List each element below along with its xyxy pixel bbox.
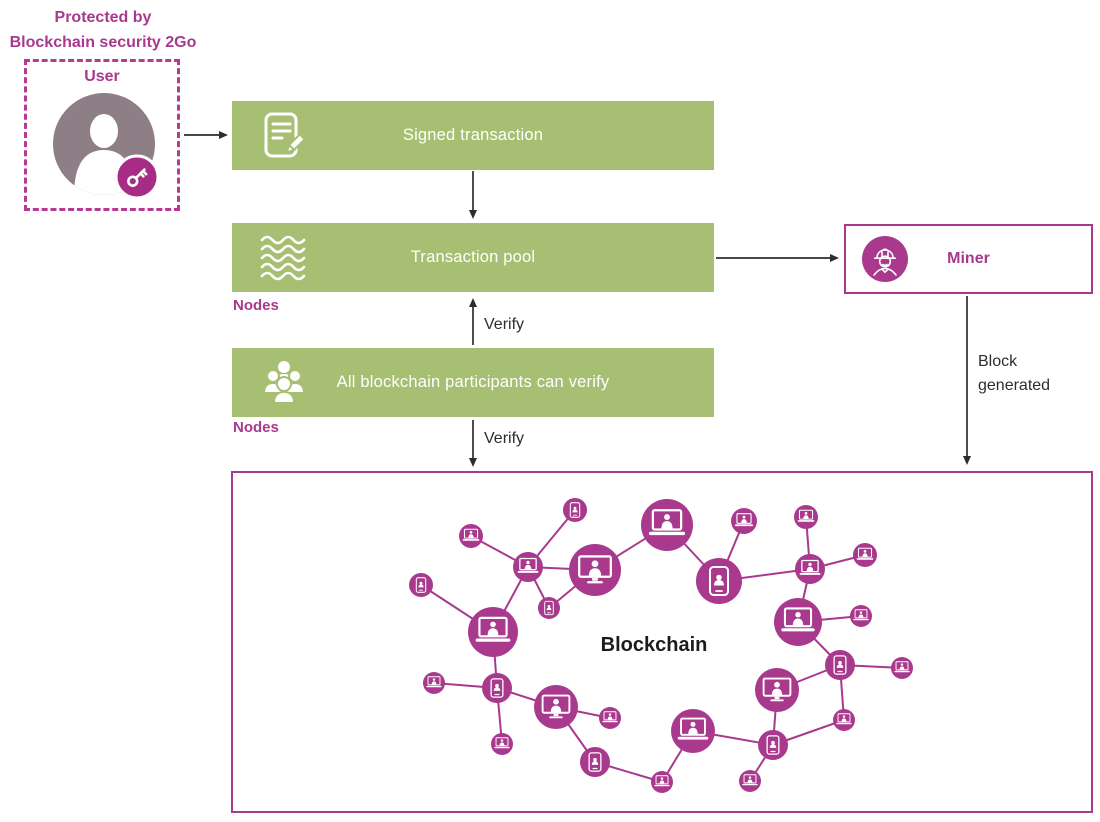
protected-by-line1: Protected by: [54, 9, 152, 26]
protected-by-label: Protected by Blockchain security 2Go: [0, 5, 206, 55]
network-node-laptop-icon: [513, 552, 543, 582]
block-generated-label: Block generated: [978, 353, 1051, 394]
signed-transaction-label: Signed transaction: [402, 126, 544, 144]
blockchain-network: [409, 498, 913, 793]
network-node-phone-icon: [825, 650, 855, 680]
nodes-label-bottom: Nodes: [233, 419, 279, 436]
user-avatar-icon: [53, 93, 160, 200]
network-node-laptop-icon: [651, 771, 673, 793]
network-node-phone-icon: [758, 730, 788, 760]
network-node-laptop-icon: [423, 672, 445, 694]
signed-transaction-bar: Signed transaction: [232, 101, 714, 170]
waves-icon: [260, 235, 306, 280]
pencil-icon: [285, 133, 306, 154]
network-node-phone-icon: [696, 558, 742, 604]
network-node-phone-icon: [482, 673, 512, 703]
network-node-laptop-icon: [891, 657, 913, 679]
miner-box: Miner: [844, 224, 1093, 294]
transaction-pool-bar: Transaction pool: [232, 223, 714, 292]
key-icon: [114, 154, 160, 200]
nodes-label-top: Nodes: [233, 297, 279, 314]
network-node-laptop-icon: [731, 508, 757, 534]
miner-label: Miner: [947, 250, 990, 267]
user-label: User: [84, 68, 120, 85]
verify-up-label: Verify: [484, 316, 525, 333]
network-node-laptop-icon: [739, 770, 761, 792]
blockchain-box: Blockchain: [231, 471, 1093, 813]
network-node-laptop-icon: [833, 709, 855, 731]
signed-document-icon: [264, 112, 306, 157]
user-box: User: [24, 59, 180, 211]
network-node-laptop-icon: [491, 733, 513, 755]
network-node-laptop-icon: [853, 543, 877, 567]
network-node-laptop-icon: [794, 505, 818, 529]
network-node-laptop-icon: [599, 707, 621, 729]
participants-bar: All blockchain participants can verify: [232, 348, 714, 417]
network-node-monitor-icon: [569, 544, 621, 596]
network-node-phone-icon: [580, 747, 610, 777]
people-group-icon: [262, 360, 306, 404]
blockchain-title: Blockchain: [600, 634, 708, 656]
network-node-monitor-icon: [755, 668, 799, 712]
network-node-laptop-icon: [774, 598, 822, 646]
network-node-laptop-icon: [468, 607, 518, 657]
network-node-phone-icon: [563, 498, 587, 522]
network-node-laptop-icon: [671, 709, 715, 753]
protected-by-line2: Blockchain security 2Go: [9, 34, 197, 51]
network-node-phone-icon: [538, 597, 560, 619]
network-node-monitor-icon: [534, 685, 578, 729]
network-node-laptop-icon: [850, 605, 872, 627]
network-node-laptop-icon: [641, 499, 693, 551]
verify-down-label: Verify: [484, 430, 525, 447]
transaction-pool-label: Transaction pool: [410, 248, 536, 266]
network-node-laptop-icon: [459, 524, 483, 548]
participants-label: All blockchain participants can verify: [336, 373, 610, 391]
network-node-laptop-icon: [795, 554, 825, 584]
miner-icon: [862, 236, 908, 282]
network-node-phone-icon: [409, 573, 433, 597]
